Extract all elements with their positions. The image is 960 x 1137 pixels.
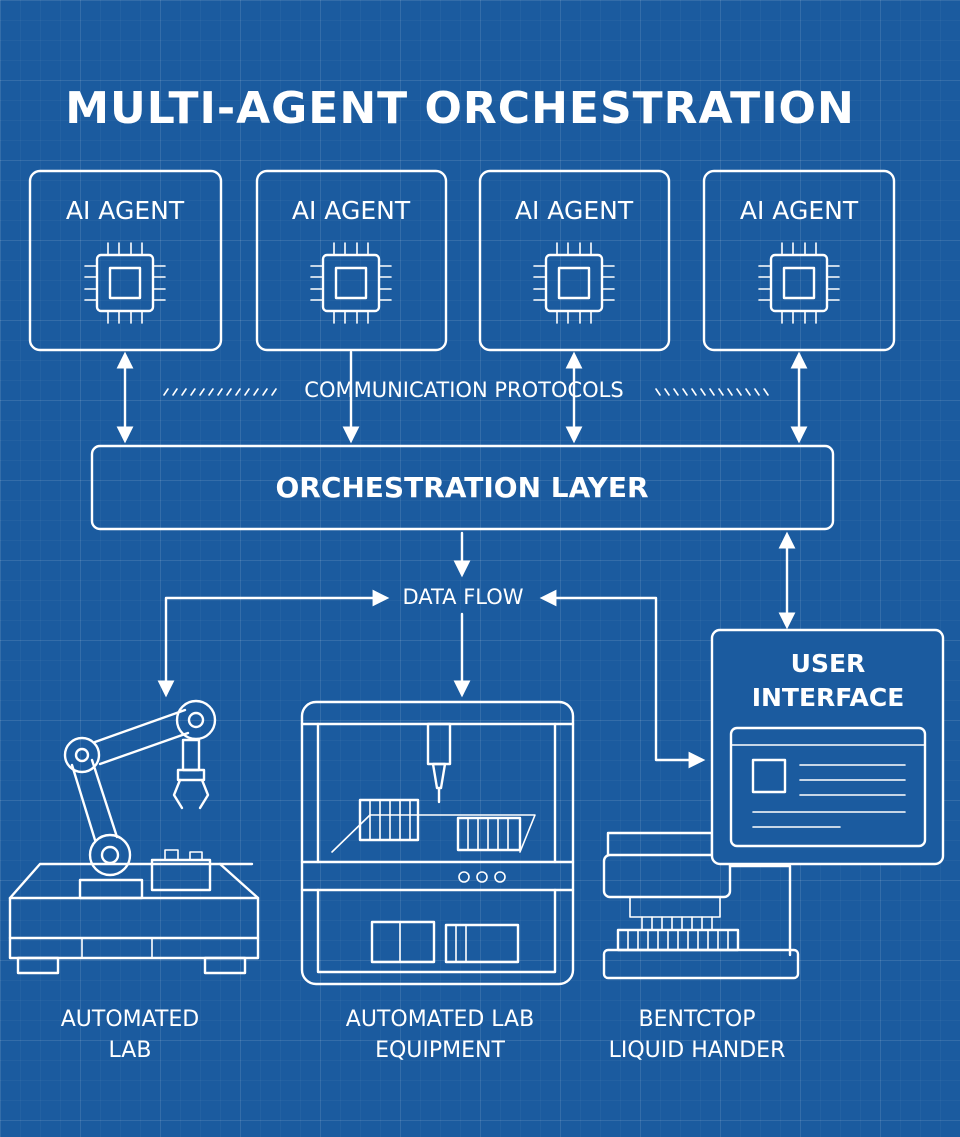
lab-equipment-label-line1: AUTOMATED LAB [346, 1007, 534, 1032]
liquid-handler-icon [602, 831, 800, 980]
liquid-handler-label-line2: LIQUID HANDER [609, 1038, 786, 1063]
user-interface-label-line1: USER [791, 649, 866, 678]
lab-equipment-label-line2: EQUIPMENT [375, 1038, 505, 1063]
agent-card-1: AI AGENT [28, 169, 223, 352]
cpu-chip-icon [84, 242, 166, 324]
orchestration-layer-label: ORCHESTRATION LAYER [275, 471, 648, 504]
cpu-chip-icon [310, 242, 392, 324]
agent-label: AI AGENT [66, 196, 185, 225]
data-flow-label: DATA FLOW [402, 585, 523, 609]
cpu-chip-icon [758, 242, 840, 324]
agent-label: AI AGENT [515, 196, 634, 225]
ui-to-dataflow-arrow [539, 589, 706, 769]
communication-hatch-left [163, 388, 277, 396]
dataflow-to-lab-arrow [157, 589, 390, 698]
orchestration-layer: ORCHESTRATION LAYER [90, 444, 835, 531]
automated-lab-label-line1: AUTOMATED [61, 1007, 200, 1032]
robot-arm-icon [8, 699, 260, 975]
agent-label: AI AGENT [292, 196, 411, 225]
communication-protocols-label: COMMUNICATION PROTOCOLS [304, 378, 623, 402]
cpu-chip-icon [533, 242, 615, 324]
agent-label: AI AGENT [740, 196, 859, 225]
liquid-handler-label-line1: BENTCTOP [639, 1007, 756, 1032]
communication-hatch-right [655, 388, 769, 396]
agent-card-4: AI AGENT [702, 169, 896, 352]
ui-window-icon [729, 726, 927, 848]
user-interface-panel: USER INTERFACE [710, 628, 945, 866]
diagram-title: MULTI-AGENT ORCHESTRATION [65, 83, 855, 134]
automated-lab-label-line2: LAB [109, 1038, 152, 1063]
lab-equipment-icon [300, 700, 575, 986]
agent-card-3: AI AGENT [478, 169, 671, 352]
agent-card-2: AI AGENT [255, 169, 448, 352]
user-interface-label-line2: INTERFACE [752, 683, 905, 712]
